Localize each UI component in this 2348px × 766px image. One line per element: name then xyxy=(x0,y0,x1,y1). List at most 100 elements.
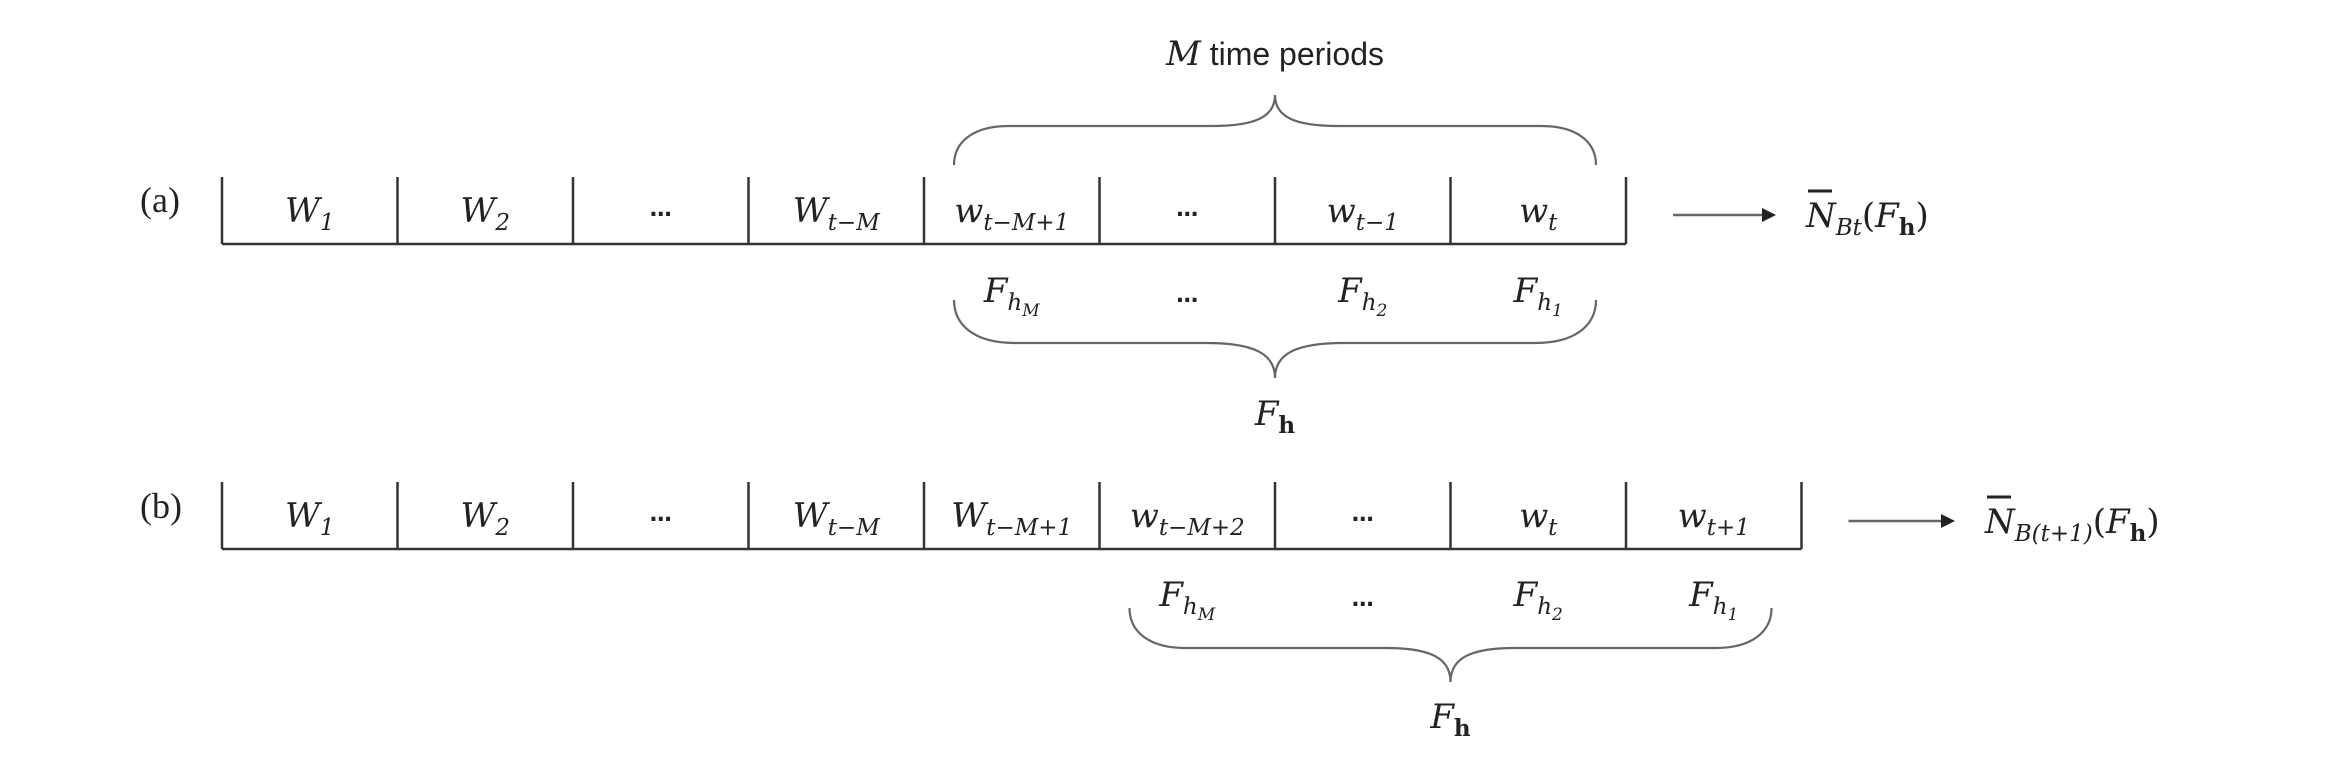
output-paren-close: ) xyxy=(1916,196,1929,236)
cell-base: w xyxy=(1519,496,1548,536)
period-cell-label: Wt−M+1 xyxy=(951,496,1072,541)
f-base: F xyxy=(1429,697,1455,737)
period-cell-label: wt−M+2 xyxy=(1130,496,1245,541)
cell-subscript: t−M+1 xyxy=(986,515,1072,541)
f-subscript: h xyxy=(1713,594,1728,620)
cell-subscript: 2 xyxy=(494,515,510,541)
f-subsubscript: M xyxy=(1021,301,1040,321)
forecast-horizon-label: Fh1 xyxy=(1688,575,1738,625)
f-subscript: h xyxy=(1278,412,1295,439)
output-arg: F xyxy=(2105,502,2131,542)
f-base: F xyxy=(1337,271,1363,311)
period-cell-label: wt−M+1 xyxy=(954,191,1069,236)
cell-subscript: 1 xyxy=(320,210,335,236)
forecast-horizon-label: … xyxy=(1176,283,1198,308)
cell-subscript: 2 xyxy=(494,210,510,236)
top-brace xyxy=(952,94,1598,166)
cell-base: w xyxy=(1678,496,1707,536)
period-cell-label: W1 xyxy=(285,191,335,236)
cell-base: w xyxy=(1327,191,1356,231)
panel-label: (a) xyxy=(140,180,180,220)
f-subscript: h xyxy=(1007,290,1022,316)
cell-base: W xyxy=(460,496,498,536)
forecast-horizon-label: Fh2 xyxy=(1513,575,1563,625)
output-arg: F xyxy=(1874,196,1900,236)
window-size-caption: M time periods xyxy=(1165,34,1384,74)
f-subsubscript: 2 xyxy=(1376,301,1388,321)
f-base: F xyxy=(1254,394,1280,434)
period-cell-label: W1 xyxy=(285,496,335,541)
f-subsubscript: 1 xyxy=(1728,605,1739,625)
cell-base: W xyxy=(793,191,831,231)
cell-subscript: t−M+2 xyxy=(1159,515,1245,541)
period-cell-label: wt xyxy=(1519,191,1558,236)
cell-subscript: t−1 xyxy=(1356,210,1399,236)
period-cell-label: … xyxy=(1176,197,1198,222)
f-subsubscript: M xyxy=(1197,605,1216,625)
f-subscript: h xyxy=(1362,290,1377,316)
cell-subscript: t+1 xyxy=(1707,515,1750,541)
f-base: F xyxy=(1158,575,1184,615)
cell-base: W xyxy=(285,496,323,536)
f-subscript: h xyxy=(1454,715,1471,742)
output-base: N xyxy=(1805,196,1837,236)
output-arg-subscript: h xyxy=(1899,214,1916,241)
caption-symbol: M xyxy=(1165,34,1202,74)
f-base: F xyxy=(983,271,1009,311)
arrow-head-icon xyxy=(1941,514,1955,528)
f-base: F xyxy=(1688,575,1714,615)
output-expression: NBt(Fh) xyxy=(1805,196,1929,241)
output-subscript: B(t+1) xyxy=(2014,521,2093,547)
forecast-horizon-label: … xyxy=(1352,587,1374,612)
arrow-head-icon xyxy=(1762,208,1776,222)
f-subscript: h xyxy=(1537,594,1552,620)
cell-subscript: t−M+1 xyxy=(983,210,1069,236)
period-cell-label: … xyxy=(650,502,672,527)
output-subscript: Bt xyxy=(1835,215,1863,241)
period-cell-label: … xyxy=(650,197,672,222)
f-subsubscript: 1 xyxy=(1552,301,1563,321)
cell-subscript: t xyxy=(1548,210,1558,236)
period-cell-label: … xyxy=(1352,502,1374,527)
f-base: F xyxy=(1513,271,1539,311)
caption-text: time periods xyxy=(1201,36,1384,72)
cell-base: W xyxy=(460,191,498,231)
f-base: F xyxy=(1513,575,1539,615)
f-subscript: h xyxy=(1537,290,1552,316)
forecast-horizon-label: FhM xyxy=(1158,575,1215,625)
cell-base: W xyxy=(951,496,989,536)
forecast-set-label: Fh xyxy=(1429,697,1471,742)
period-cell-label: W2 xyxy=(460,191,510,236)
f-subsubscript: 2 xyxy=(1551,605,1563,625)
period-cell-label: Wt−M xyxy=(793,496,881,541)
bottom-brace xyxy=(952,299,1598,379)
forecast-horizon-label: FhM xyxy=(983,271,1040,321)
bottom-brace xyxy=(1128,607,1773,683)
cell-base: w xyxy=(954,191,983,231)
output-paren-open: ( xyxy=(1862,196,1875,236)
period-cell-label: W2 xyxy=(460,496,510,541)
cell-base: W xyxy=(793,496,831,536)
forecast-set-label: Fh xyxy=(1254,394,1296,439)
f-subscript: h xyxy=(1183,594,1198,620)
period-cell-label: Wt−M xyxy=(793,191,881,236)
panel-label: (b) xyxy=(140,486,182,526)
forecast-horizon-label: Fh1 xyxy=(1513,271,1563,321)
output-arg-subscript: h xyxy=(2130,520,2147,547)
forecast-horizon-label: Fh2 xyxy=(1337,271,1387,321)
period-cell-label: wt−1 xyxy=(1327,191,1399,236)
output-base: N xyxy=(1984,502,2016,542)
cell-subscript: t−M xyxy=(828,515,882,541)
cell-subscript: t xyxy=(1548,515,1558,541)
output-paren-close: ) xyxy=(2146,502,2159,542)
cell-base: W xyxy=(285,191,323,231)
cell-base: w xyxy=(1519,191,1548,231)
cell-subscript: t−M xyxy=(828,210,882,236)
cell-base: w xyxy=(1130,496,1159,536)
period-cell-label: wt xyxy=(1519,496,1558,541)
period-cell-label: wt+1 xyxy=(1678,496,1750,541)
output-paren-open: ( xyxy=(2093,502,2106,542)
